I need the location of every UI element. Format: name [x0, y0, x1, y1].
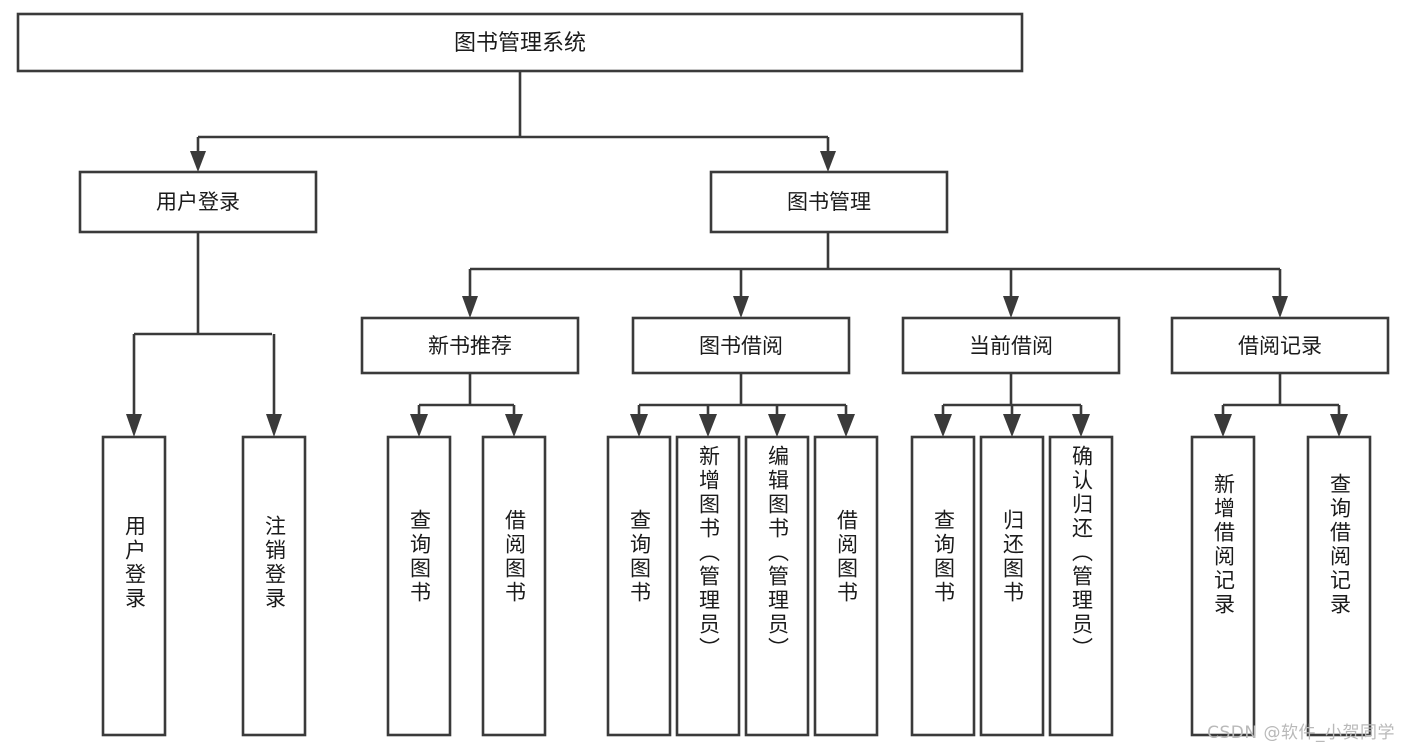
node-label-new-book-recommend: 新书推荐: [428, 334, 512, 358]
arrow-head-current-borrow: [1003, 296, 1019, 318]
arrow-head-borrow-book-1: [505, 414, 523, 437]
arrow-head-book-management: [820, 151, 836, 172]
node-box-add-book-admin[interactable]: [675, 435, 741, 737]
node-box-return-book[interactable]: [979, 435, 1045, 737]
node-label-root: 图书管理系统: [454, 31, 586, 56]
arrow-head-query-book-3: [934, 414, 952, 437]
node-label-book-management: 图书管理: [787, 190, 871, 214]
node-box-query-borrow-record[interactable]: [1306, 435, 1372, 737]
node-box-borrow-record[interactable]: [1170, 316, 1390, 375]
arrow-head-query-book-2: [630, 414, 648, 437]
node-box-user-logout[interactable]: [241, 435, 307, 737]
arrow-head-query-book-1: [410, 414, 428, 437]
connector-layer: [126, 71, 1348, 437]
node-label-user-login: 用户登录: [156, 190, 240, 214]
node-box-query-book-2[interactable]: [606, 435, 672, 737]
arrow-head-user-login-do: [126, 414, 142, 437]
node-box-confirm-return-admin[interactable]: [1048, 435, 1114, 737]
node-box-book-borrow[interactable]: [631, 316, 851, 375]
node-box-query-book-1[interactable]: [386, 435, 452, 737]
node-box-current-borrow[interactable]: [901, 316, 1121, 375]
node-layer: 图书管理系统 用户登录 图书管理 新书推荐 图书借阅 当前借阅 借阅记录: [16, 12, 1390, 737]
node-box-user-login[interactable]: [78, 170, 318, 234]
node-box-edit-book-admin[interactable]: [744, 435, 810, 737]
node-box-user-login-do[interactable]: [101, 435, 167, 737]
arrow-head-add-borrow-record: [1214, 414, 1232, 437]
node-box-query-book-3[interactable]: [910, 435, 976, 737]
arrow-head-user-login: [190, 151, 206, 172]
node-box-add-borrow-record[interactable]: [1190, 435, 1256, 737]
node-box-borrow-book-2[interactable]: [813, 435, 879, 737]
arrow-head-book-borrow: [733, 296, 749, 318]
node-box-root[interactable]: [16, 12, 1024, 73]
arrow-head-query-borrow-record: [1330, 414, 1348, 437]
arrow-head-edit-book-admin: [768, 414, 786, 437]
arrow-head-borrow-book-2: [837, 414, 855, 437]
arrow-head-new-book-recommend: [462, 296, 478, 318]
csdn-watermark: CSDN @软件_小贺同学: [1207, 723, 1395, 743]
arrow-head-add-book-admin: [699, 414, 717, 437]
arrow-head-return-book: [1003, 414, 1021, 437]
arrow-head-user-logout: [266, 414, 282, 437]
node-label-current-borrow: 当前借阅: [969, 334, 1053, 358]
arrow-head-confirm-return-admin: [1072, 414, 1090, 437]
node-box-borrow-book-1[interactable]: [481, 435, 547, 737]
arrow-head-borrow-record: [1272, 296, 1288, 318]
node-box-new-book-recommend[interactable]: [360, 316, 580, 375]
node-box-book-management[interactable]: [709, 170, 949, 234]
node-label-borrow-record: 借阅记录: [1238, 334, 1322, 358]
node-label-book-borrow: 图书借阅: [699, 334, 783, 358]
